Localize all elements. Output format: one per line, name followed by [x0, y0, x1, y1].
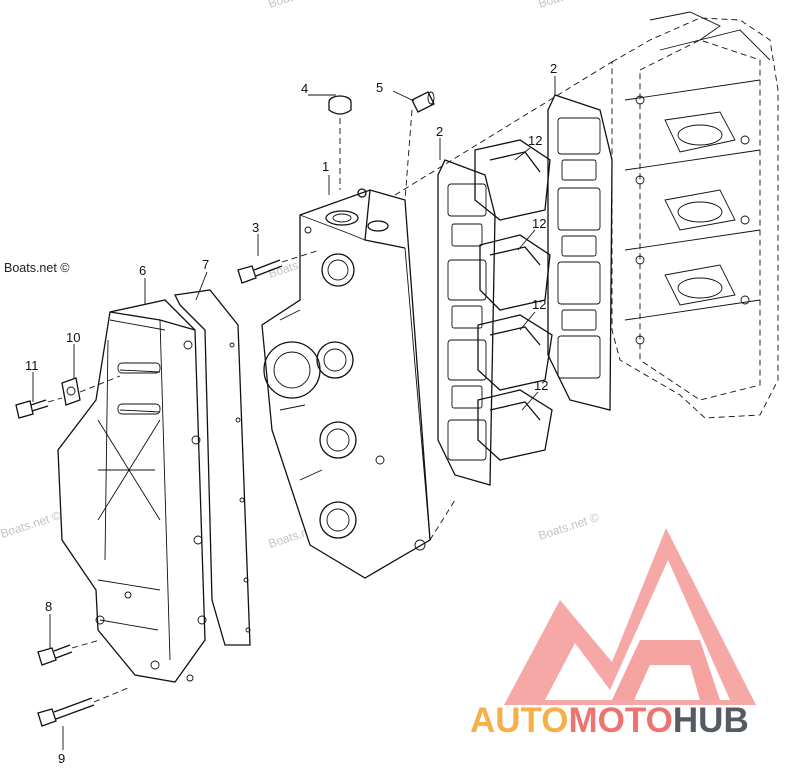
- gasket-left: [437, 159, 496, 486]
- callout-6: 6: [139, 263, 146, 278]
- callout-5: 5: [376, 80, 383, 95]
- watermark-boats-net: Boats.net ©: [4, 261, 70, 275]
- callout-7: 7: [202, 257, 209, 272]
- callout-12: 12: [528, 133, 542, 148]
- brand-wordmark: AUTOMOTOHUB: [470, 701, 749, 740]
- callout-2: 2: [436, 124, 443, 139]
- engine-block-outline: [611, 11, 779, 419]
- grommet-part-10: [61, 377, 81, 406]
- callout-9: 9: [58, 751, 65, 766]
- leader-lines: [32, 59, 616, 750]
- logo-inner-cutout: [634, 665, 700, 700]
- manifold-cover: [57, 299, 207, 683]
- callout-labels: 1 2 2 3 4 5 6 7 8 9 10 11 12 12 12 12: [25, 61, 557, 766]
- callout-1: 1: [322, 159, 329, 174]
- pin-part-5: [411, 91, 435, 113]
- callout-11: 11: [25, 358, 39, 373]
- callout-3: 3: [252, 220, 259, 235]
- watermark-boats-net: Boats.net ©: [537, 0, 601, 11]
- watermark-boats-net: Boats.net ©: [537, 510, 601, 543]
- watermark-boats-net: Boats.net ©: [267, 0, 331, 11]
- callout-4: 4: [301, 81, 308, 96]
- cap-part-4: [328, 95, 352, 115]
- bolt-part-9: [37, 697, 95, 727]
- brand-logo: AUTOMOTOHUB: [470, 528, 756, 740]
- callout-12: 12: [534, 378, 548, 393]
- bolt-part-11: [15, 399, 49, 419]
- callout-12: 12: [532, 216, 546, 231]
- bolt-part-3: [237, 259, 283, 284]
- gasket-right: [547, 94, 613, 411]
- bolt-part-8: [37, 644, 73, 666]
- watermark-boats-net: Boats.net ©: [0, 508, 63, 541]
- callout-2: 2: [550, 61, 557, 76]
- callout-10: 10: [66, 330, 80, 345]
- callout-12: 12: [532, 297, 546, 312]
- callout-8: 8: [45, 599, 52, 614]
- intake-manifold: [261, 188, 431, 579]
- gasket-cover: [174, 289, 251, 646]
